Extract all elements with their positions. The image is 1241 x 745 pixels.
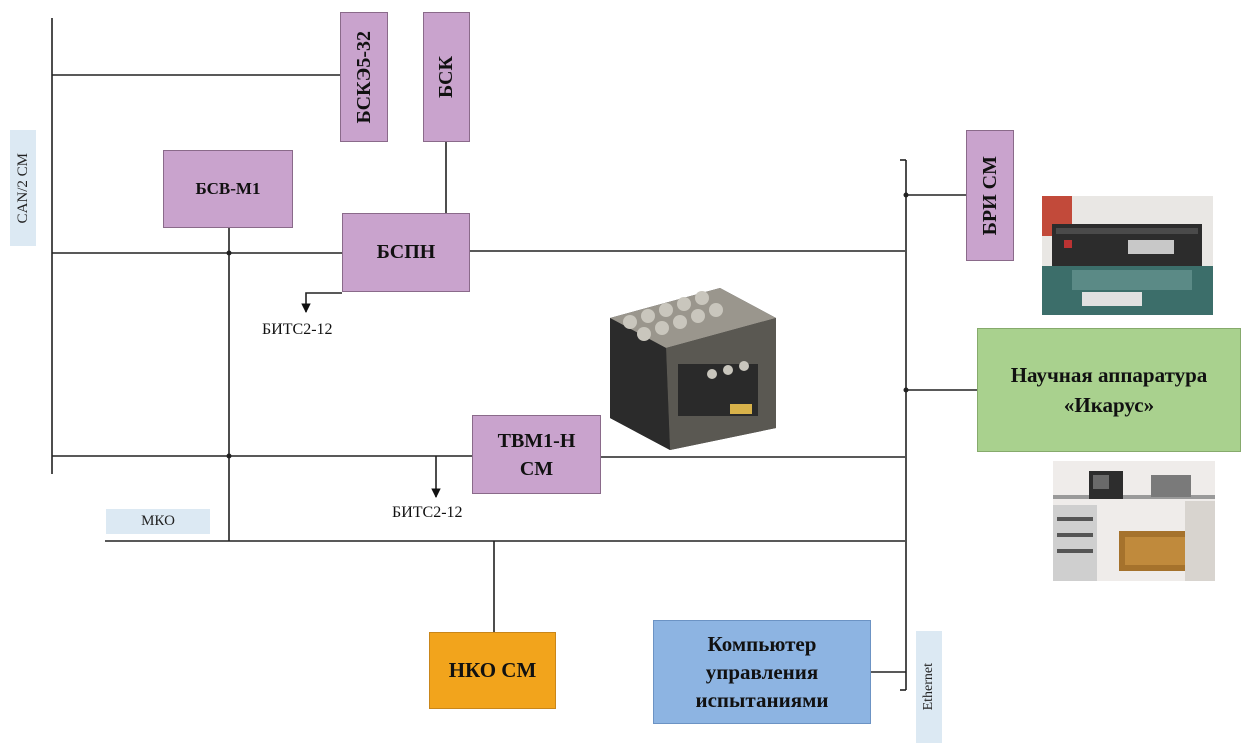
block-bspn: БСПН (342, 213, 470, 292)
block-nko-label: НКО СМ (449, 658, 537, 683)
block-science-label-1: Научная аппаратура (1011, 360, 1208, 390)
mko-bus-label-text: МКО (141, 513, 175, 530)
block-tvm: ТВМ1-Н СМ (472, 415, 601, 494)
ethernet-bus-label: Ethernet (916, 631, 942, 743)
block-bskz: БСКЭ5-32 (340, 12, 388, 142)
block-science: Научная аппаратура «Икарус» (977, 328, 1241, 452)
block-computer-label-1: Компьютер (708, 630, 817, 658)
mko-bus-label: МКО (106, 509, 210, 534)
device-photo (600, 278, 786, 453)
arrow-bits-top (306, 293, 342, 312)
block-nko: НКО СМ (429, 632, 556, 709)
block-bspn-label: БСПН (377, 241, 436, 264)
block-bsk: БСК (423, 12, 470, 142)
block-computer: Компьютер управления испытаниями (653, 620, 871, 724)
lab-photo-bottom (1053, 461, 1215, 581)
block-bsv-label: БСВ-М1 (196, 179, 261, 199)
block-computer-label-3: испытаниями (696, 686, 829, 714)
block-science-label-2: «Икарус» (1064, 390, 1154, 420)
equipment-photo-top (1042, 196, 1213, 315)
can-bus-label: CAN/2 СМ (10, 130, 36, 246)
block-bsk-label: БСК (435, 56, 458, 98)
block-bri: БРИ СМ (966, 130, 1014, 261)
bits-bottom-label: БИТС2-12 (392, 504, 463, 522)
block-computer-label-2: управления (706, 658, 819, 686)
ethernet-bus-label-text: Ethernet (921, 663, 937, 710)
block-tvm-label-2: СМ (520, 455, 553, 483)
block-bsv: БСВ-М1 (163, 150, 293, 228)
block-bri-label: БРИ СМ (979, 156, 1002, 235)
bits-top-label: БИТС2-12 (262, 321, 333, 339)
can-bus-label-text: CAN/2 СМ (15, 153, 32, 223)
block-tvm-label-1: ТВМ1-Н (498, 427, 576, 455)
block-bskz-label: БСКЭ5-32 (353, 31, 376, 124)
